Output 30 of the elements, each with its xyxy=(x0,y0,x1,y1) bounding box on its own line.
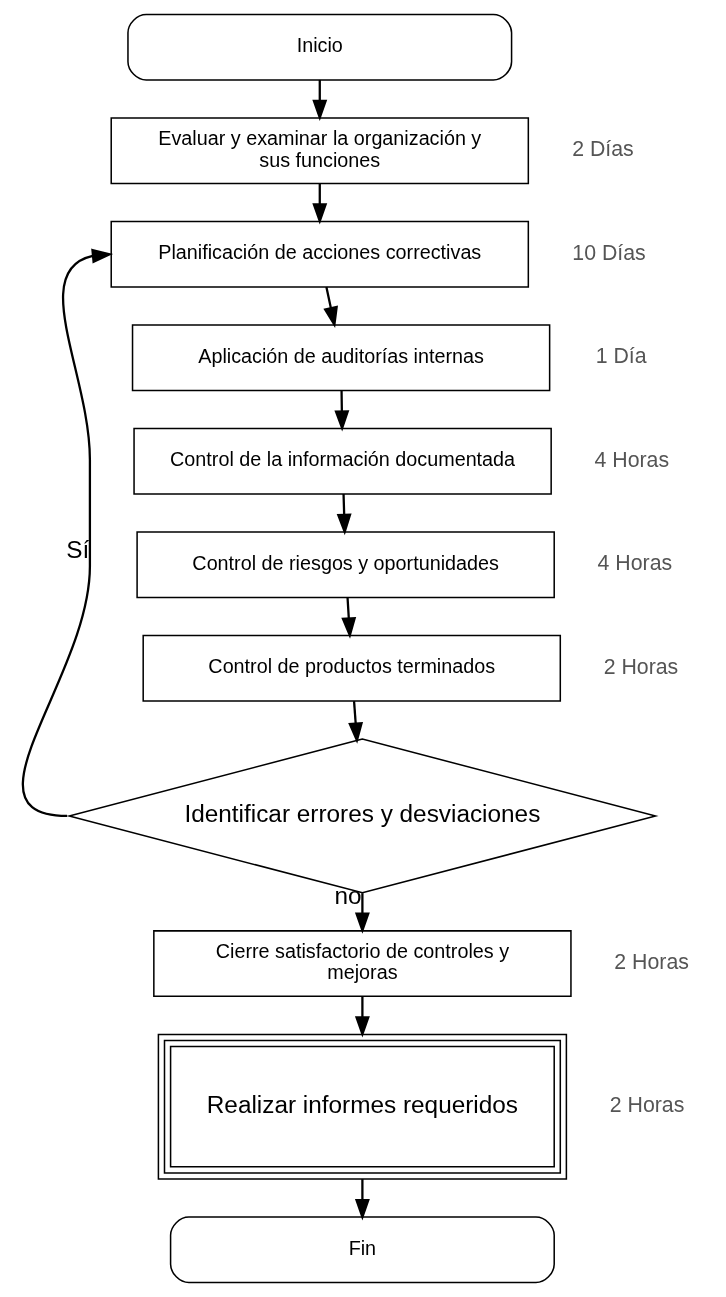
arrow xyxy=(354,893,370,934)
node-box: Evaluar y examinar la organización y sus funciones xyxy=(109,117,529,185)
arrow xyxy=(354,1179,370,1221)
node-box: Planificación de acciones correctivas xyxy=(109,220,529,288)
node-box: Control de riesgos y oportunidades xyxy=(135,531,555,599)
node-label: 2 Días xyxy=(571,137,634,162)
node-label: 2 Horas xyxy=(609,1093,684,1118)
node-box: Aplicación de auditorías internas xyxy=(131,324,550,392)
node-box: Inicio xyxy=(126,13,512,81)
node-box: Realizar informes requeridos xyxy=(157,1033,567,1180)
edge-label: Sí xyxy=(65,536,89,564)
node-box: Control de productos terminados xyxy=(141,634,561,702)
node-box: Control de la información documentada xyxy=(132,427,552,495)
arrow xyxy=(340,597,356,639)
arrow xyxy=(354,996,370,1038)
arrow xyxy=(322,286,338,329)
node-label: 4 Horas xyxy=(594,447,669,472)
arrow xyxy=(347,701,363,744)
node-box: Fin xyxy=(169,1216,555,1284)
arrow xyxy=(336,494,352,536)
node-label: 4 Horas xyxy=(597,551,672,576)
arrow xyxy=(311,79,327,122)
arrow xyxy=(311,183,327,225)
arrow xyxy=(21,248,113,818)
arrow xyxy=(333,390,349,432)
node-label: 1 Día xyxy=(595,344,647,369)
node-box: Cierre satisfactorio de controles y mejoras xyxy=(152,930,572,998)
node-label: 2 Horas xyxy=(613,950,689,975)
node-label: 2 Horas xyxy=(603,654,678,679)
node-label: 10 Días xyxy=(571,240,646,265)
